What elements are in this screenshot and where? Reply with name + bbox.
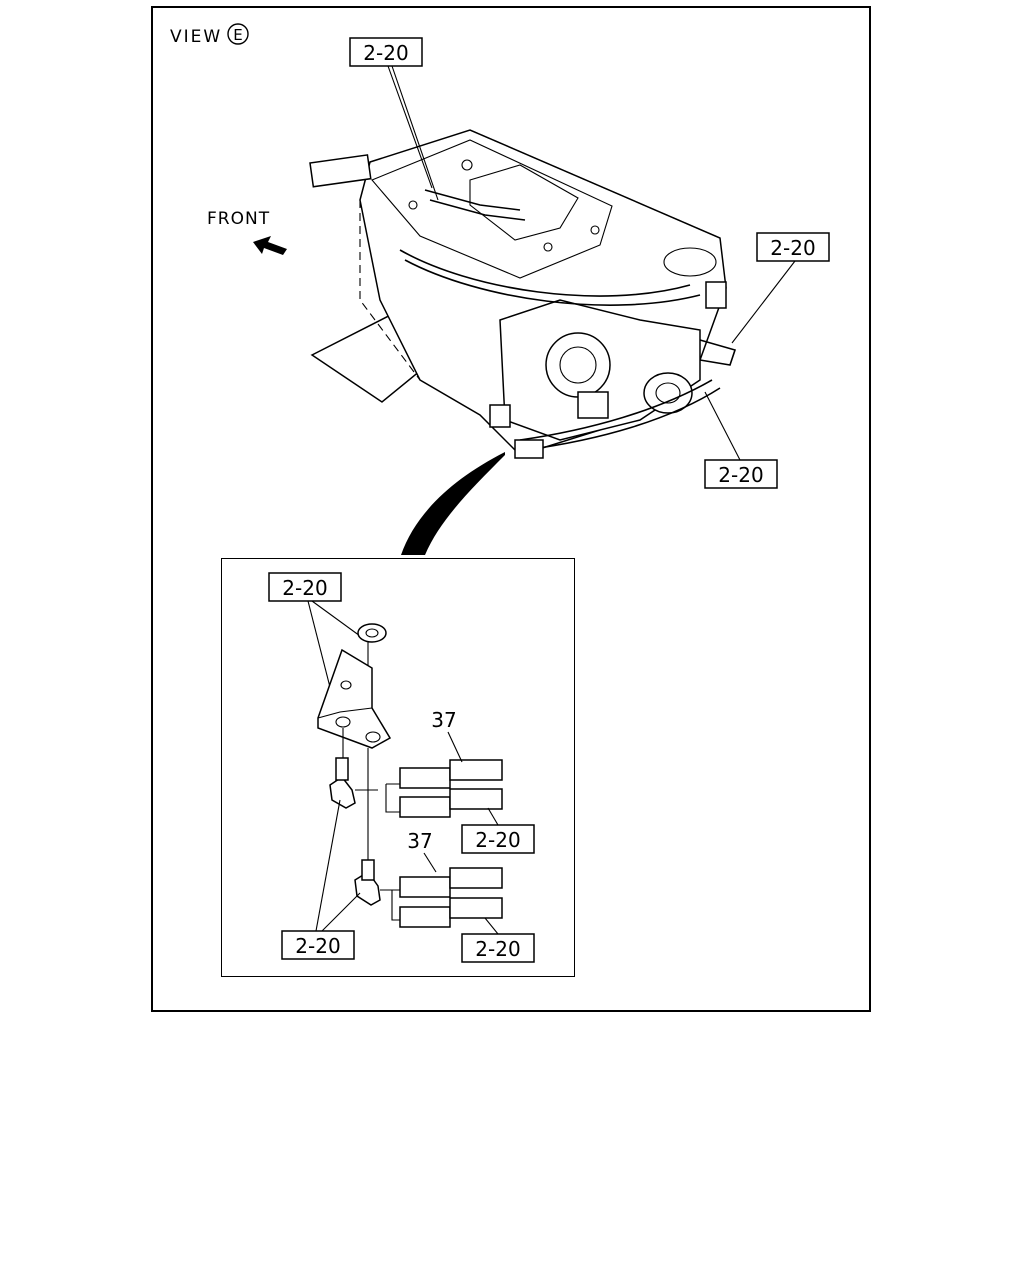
hydraulic-pipe [429,199,526,221]
ref-box [461,824,535,854]
ref-label: 2-20 [770,236,815,260]
hydraulic-pipe [524,387,721,451]
ref-box [268,572,342,602]
leader-line [315,799,341,932]
output-cap [643,372,693,414]
leader-line [391,65,439,201]
connection-line [355,783,400,813]
leader-line [704,391,741,461]
part-number-37: 37 [407,829,432,853]
tee-fitting-stem [361,859,375,881]
diagram-frame [151,6,871,1012]
leader-line [487,807,499,826]
leader-line [321,892,361,932]
shift-cover [663,247,717,277]
rear-flange-inner [559,346,597,384]
hydraulic-pipe [424,189,521,211]
bracket-hole [365,731,381,743]
callout-right-lower: 2-20 [704,391,778,489]
tee-fitting-stem [335,757,349,781]
leader-line [423,852,437,873]
ref-box [704,459,778,489]
view-text: VIEW [170,27,222,47]
inspection-plate [469,164,579,241]
ref-label: 2-20 [718,463,763,487]
hose-upper-a [399,759,503,789]
cover-bolt [590,225,600,235]
pipe-fitting [514,439,544,459]
cover-bolt [408,200,418,210]
hose-fitting [399,796,451,818]
hydraulic-pipe [404,259,701,306]
ref-label: 2-20 [363,41,408,65]
pipe-fitting [489,404,511,428]
front-indicator: FRONT [207,209,287,255]
transmission-assembly [309,129,737,459]
leader-line [731,260,796,344]
case-edge-dashed [469,129,721,239]
ref-label: 2-20 [282,576,327,600]
pipe-fitting [705,281,727,309]
ref-box [349,37,423,67]
part-number-37: 37 [431,708,456,732]
hose-body [449,897,503,919]
ref-label: 2-20 [295,934,340,958]
view-label: VIEW E [170,23,249,47]
front-arrow-icon [253,236,287,255]
top-cover [371,139,613,279]
hose-lower-a [399,867,503,898]
detail-inset: 2-20 [268,572,535,963]
callout-top: 2-20 [349,37,439,201]
case-rear-dashed [359,200,421,381]
view-letter-circle [227,23,249,45]
hose-lower-b [399,897,503,928]
hose-body [449,788,503,810]
hose-body [449,867,503,889]
hose-fitting [399,767,451,789]
leader-line [307,600,333,696]
detail-inset-frame [221,558,575,977]
ref-box [461,933,535,963]
ref-label: 2-20 [475,828,520,852]
hydraulic-pipe [699,339,737,366]
bracket-hole [340,680,352,690]
hose-upper-b [399,788,503,818]
detail-pointer-arrow [401,452,505,555]
front-label: FRONT [207,209,270,229]
hose-fitting [399,906,451,928]
hose-body [449,759,503,781]
ref-label: 2-20 [475,937,520,961]
hydraulic-pipe [399,249,691,297]
leader-line [447,731,463,763]
tee-fitting [329,775,356,809]
output-cap-inner [655,382,681,404]
connection-line [380,889,400,921]
pipe-fitting [577,391,609,419]
cover-bolt [461,159,473,171]
ref-box [756,232,830,262]
ref-box [281,930,355,960]
rear-flange [545,332,611,398]
bracket-hole [335,716,351,728]
mounting-bracket [317,648,392,749]
bracket-bend [317,707,373,719]
leader-line [484,917,499,935]
leader-line [387,65,433,189]
callout-right-upper: 2-20 [731,232,830,344]
leader-line [311,600,361,637]
hydraulic-pipe [519,379,713,441]
input-shaft [309,154,372,188]
nut-hole [365,628,379,638]
nut [357,623,387,643]
view-letter: E [233,26,242,44]
cover-bolt [543,242,553,252]
hose-fitting [399,876,451,898]
